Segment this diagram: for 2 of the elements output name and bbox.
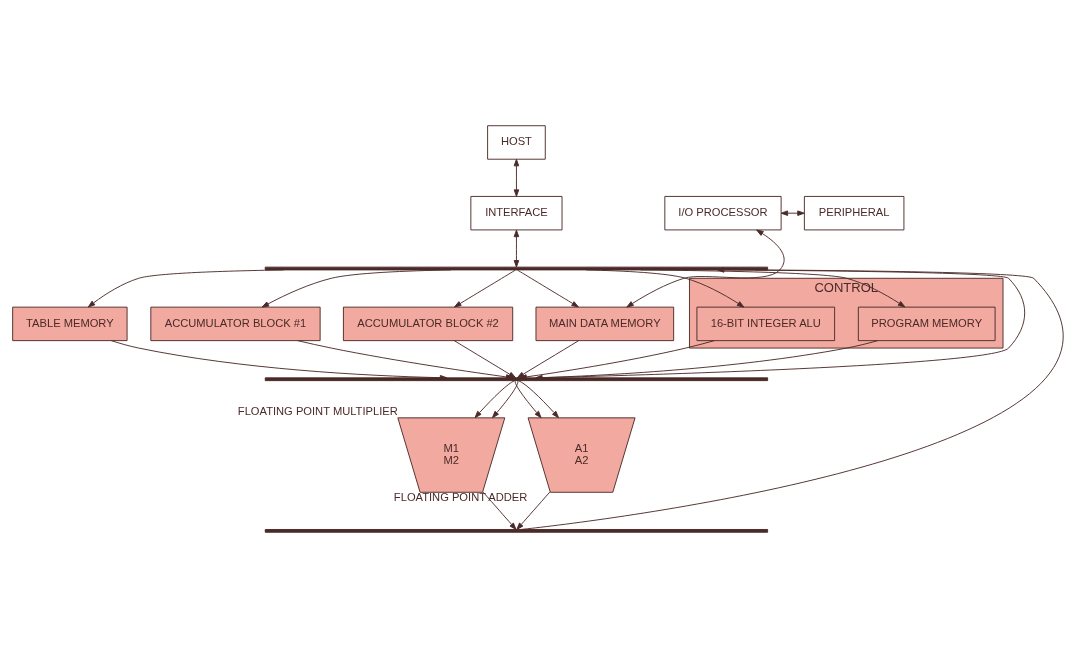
node-label: FLOATING POINT ADDER (393, 491, 528, 504)
node-label: FLOATING POINT MULTIPLIER (237, 404, 398, 417)
